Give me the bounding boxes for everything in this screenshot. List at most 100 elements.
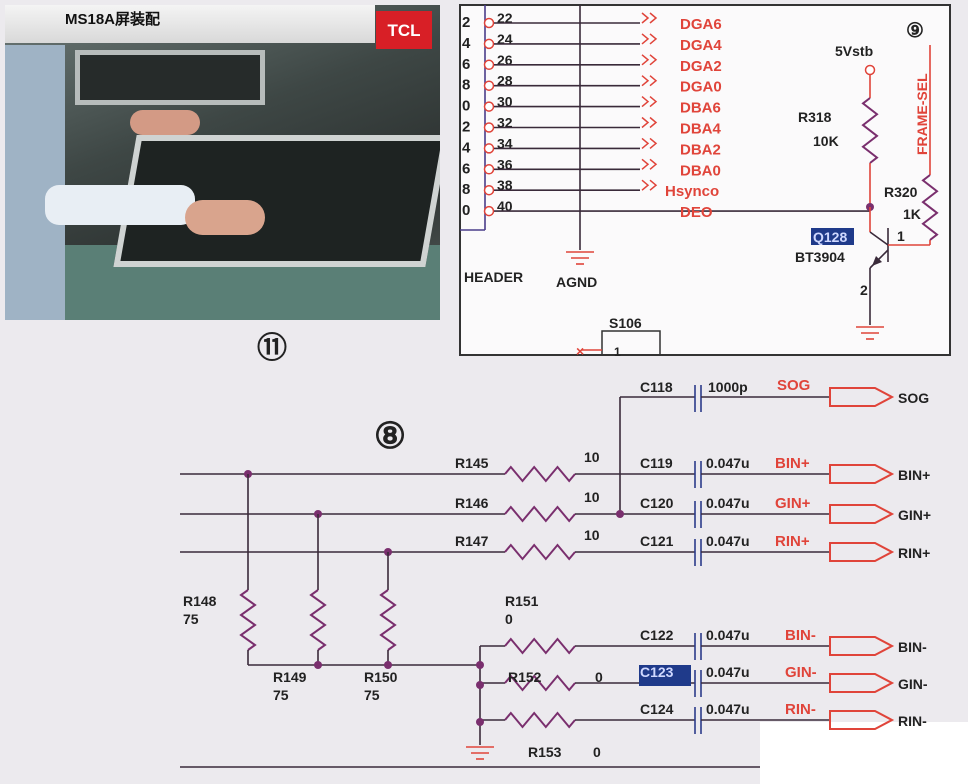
junction-dot	[476, 681, 484, 689]
junction-dot	[476, 718, 484, 726]
resistor-symbol	[239, 589, 257, 651]
signal-label: DBA4	[680, 121, 721, 138]
frame-sel-label: FRAME-SEL	[914, 73, 930, 155]
header-pin-number: 40	[497, 198, 513, 214]
net-break-icon	[641, 75, 658, 87]
header-pin-number: 32	[497, 115, 513, 131]
capacitor-value: 0.047u	[706, 455, 750, 471]
resistor-value: 10	[584, 449, 600, 465]
lcd-panel-background	[75, 50, 265, 105]
r152-value: 0	[595, 669, 603, 685]
r151-value: 0	[505, 611, 513, 627]
worker-hand-2	[130, 110, 200, 135]
minus-0-port-icon	[829, 636, 895, 656]
tcl-logo: TCL	[376, 11, 432, 49]
junction-dot	[314, 661, 322, 669]
header-pin-icon	[483, 143, 495, 154]
junction-dot	[384, 661, 392, 669]
capacitor-ref: C120	[640, 495, 674, 511]
resistor-value: 10	[584, 489, 600, 505]
header-pin-icon	[483, 205, 495, 217]
s106-body	[601, 330, 661, 356]
r151-ref: R151	[505, 593, 539, 609]
resistor-ref: R145	[455, 455, 489, 471]
supply-label: 5Vstb	[835, 43, 873, 59]
header-pin-number: 24	[497, 31, 513, 47]
net-label: GIN+	[775, 495, 811, 512]
junction-dot	[476, 661, 484, 669]
capacitor-value: 0.047u	[706, 627, 750, 643]
resistor-value: 10	[584, 527, 600, 543]
r320-value: 1K	[903, 206, 921, 222]
capacitor-value: 0.047u	[706, 533, 750, 549]
minus-0-port-label: BIN-	[898, 639, 927, 655]
net-label: RIN+	[775, 533, 810, 550]
figure9-frame	[459, 4, 951, 356]
r318-ref: R318	[798, 109, 832, 125]
plus-2-port-icon	[829, 542, 895, 562]
net-break-icon	[641, 137, 658, 149]
header-pin-number: 34	[497, 135, 513, 151]
resistor-ref: R147	[455, 533, 489, 549]
capacitor-ref: C123	[640, 664, 674, 680]
resistor-symbol	[504, 674, 576, 692]
minus-2-port-label: RIN-	[898, 713, 927, 729]
signal-label: DBA0	[680, 162, 721, 179]
transistor-arrow-icon	[872, 256, 882, 266]
resistor-symbol	[379, 589, 397, 651]
worker	[5, 45, 65, 320]
header-left-pin-number: 2	[462, 14, 470, 31]
header-left-pin-number: 2	[462, 119, 470, 136]
net-label: BIN-	[785, 627, 816, 644]
header-pin-icon	[483, 184, 495, 196]
sog-port-label: SOG	[898, 390, 929, 406]
capacitor-value: 0.047u	[706, 495, 750, 511]
resistor-ref: R146	[455, 495, 489, 511]
signal-label: DGA6	[680, 16, 722, 33]
supply-terminal-icon	[864, 64, 876, 76]
no-connect-icon: ×	[576, 343, 584, 359]
header-left-pin-number: 4	[462, 139, 471, 156]
plus-0-port-label: BIN+	[898, 467, 930, 483]
s106-ref: S106	[609, 315, 642, 331]
r148-value: 75	[183, 611, 199, 627]
assembly-photo: MS18A屏装配 TCL	[5, 5, 440, 320]
capacitor-ref: C122	[640, 627, 674, 643]
header-pin-number: 30	[497, 94, 513, 110]
header-left-pin-number: 6	[462, 160, 470, 177]
r318-value: 10K	[813, 133, 839, 149]
resistor-symbol	[861, 97, 879, 164]
r320-ref: R320	[884, 184, 918, 200]
q128-ref: Q128	[813, 229, 847, 245]
sog-net-label: SOG	[777, 377, 810, 394]
header-left-pin-number: 0	[462, 202, 470, 219]
minus-1-port-icon	[829, 673, 895, 693]
signal-label: DGA4	[680, 37, 722, 54]
header-pin-icon	[483, 80, 495, 91]
header-pin-icon	[483, 122, 495, 133]
worker-hand	[185, 200, 265, 235]
r148-ref: R148	[183, 593, 217, 609]
header-pin-number: 22	[497, 10, 513, 26]
r152-ref: R152	[508, 669, 542, 685]
header-left-pin-number: 4	[462, 35, 471, 52]
figure9-number: ⑨	[906, 20, 924, 42]
capacitor-value: 0.047u	[706, 701, 750, 717]
signal-label: DEO	[680, 204, 713, 221]
net-break-icon	[641, 158, 658, 170]
net-break-icon	[641, 116, 658, 129]
header-left-pin-number: 0	[462, 98, 470, 115]
worker-arm	[45, 185, 195, 225]
capacitor-value: 0.047u	[706, 664, 750, 680]
header-pin-number: 28	[497, 73, 513, 89]
header-left-pin-number: 8	[462, 181, 470, 198]
header-pin-icon	[483, 17, 495, 29]
resistor-symbol	[921, 174, 939, 241]
net-break-icon	[641, 54, 658, 66]
c118-value: 1000p	[708, 379, 748, 395]
signal-label: DGA0	[680, 79, 722, 96]
resistor-symbol	[504, 711, 576, 729]
header-pin-icon	[483, 59, 495, 71]
c123-highlight	[639, 665, 691, 686]
